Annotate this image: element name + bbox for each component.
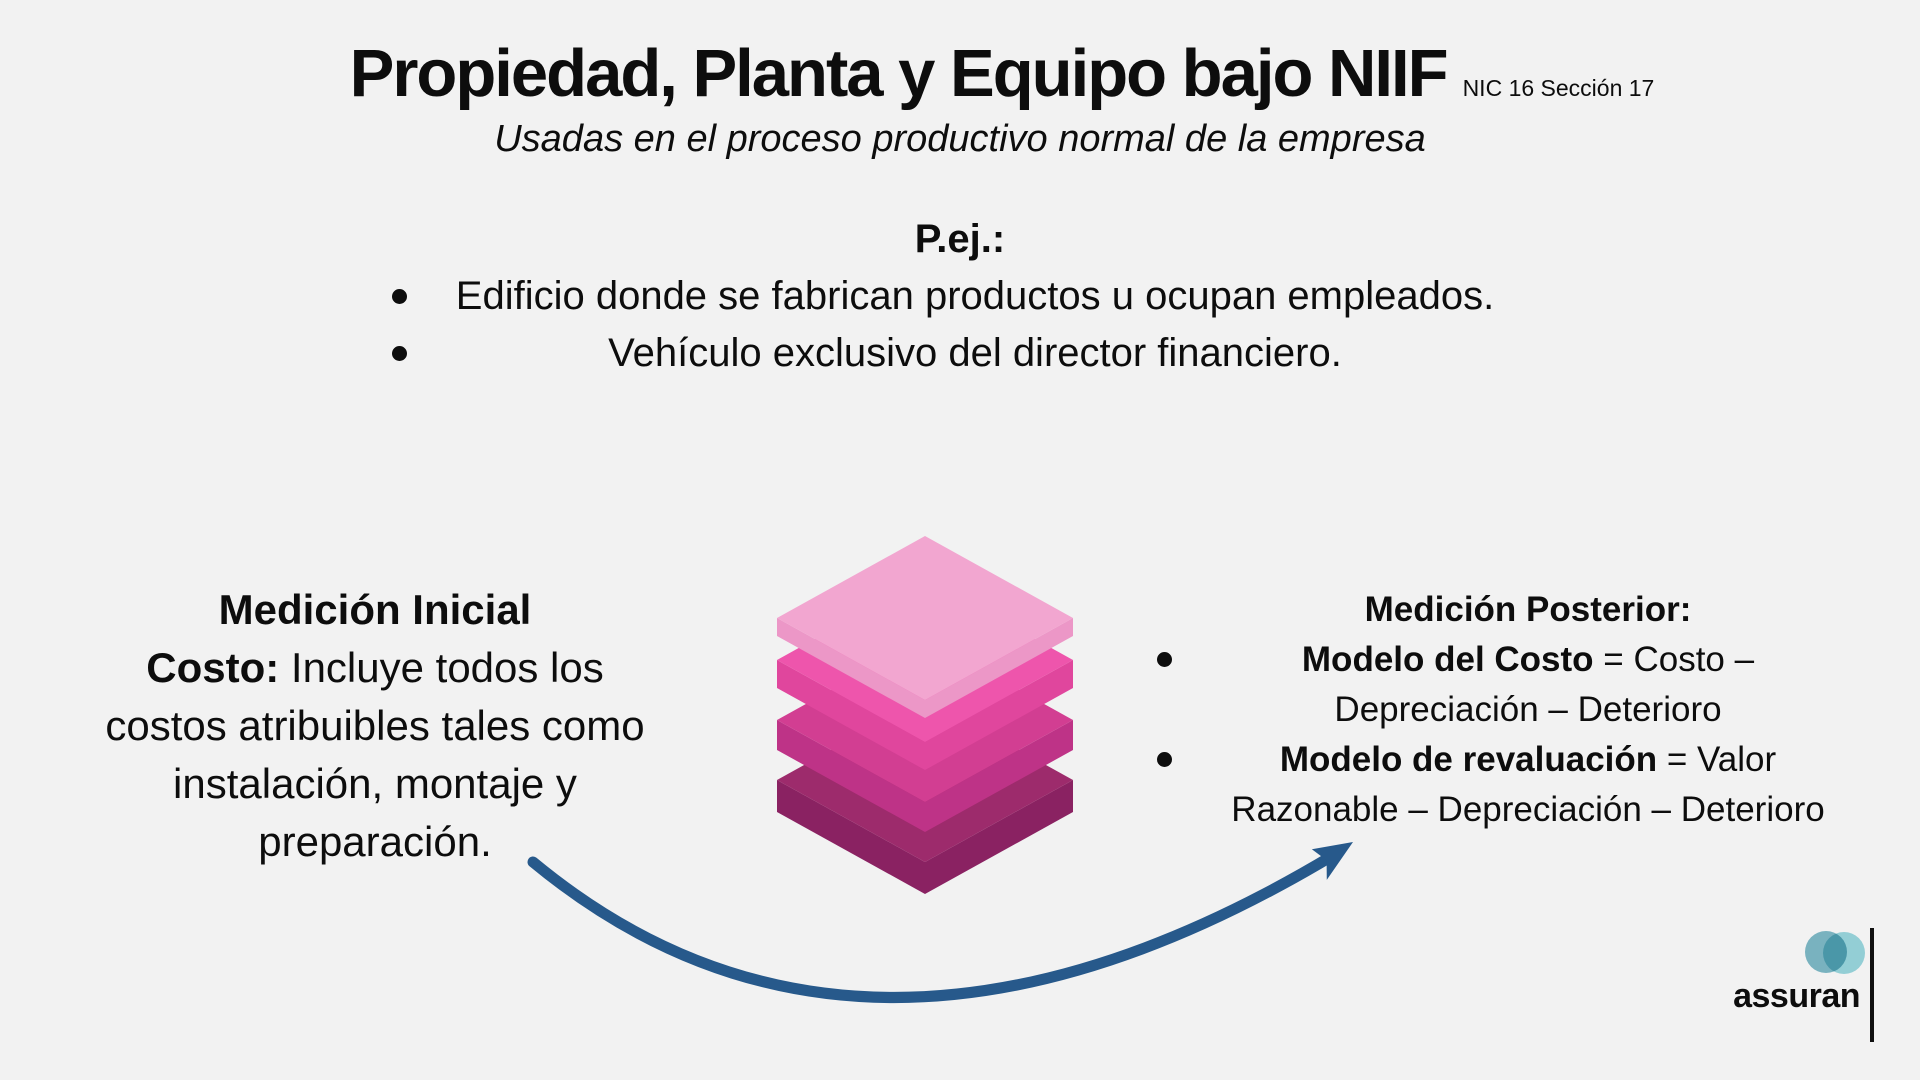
title-reference-tag: NIC 16 Sección 17 bbox=[1462, 75, 1655, 101]
bullet-dot bbox=[1157, 652, 1172, 667]
bullet-dot bbox=[1157, 752, 1172, 767]
right-bullet-line2: Razonable – Depreciación – Deterioro bbox=[1231, 790, 1825, 829]
example-heading: P.ej.: bbox=[914, 217, 1006, 261]
example-bullet-text: Vehículo exclusivo del director financie… bbox=[608, 331, 1342, 375]
left-block: Medición Inicial Costo: Incluye todos lo… bbox=[85, 581, 665, 871]
left-block-line: preparación. bbox=[258, 818, 492, 865]
right-block-heading: Medición Posterior: bbox=[1364, 590, 1692, 629]
bullet-dot bbox=[392, 289, 407, 304]
example-bullet-list: Edificio donde se fabrican productos u o… bbox=[0, 268, 1920, 382]
right-block-bullet: Modelo del Costo = Costo – Depreciación –… bbox=[1157, 635, 1893, 735]
right-bullet-line2: Depreciación – Deterioro bbox=[1334, 690, 1722, 729]
title-row: Propiedad, Planta y Equipo bajo NIIF NIC… bbox=[0, 36, 1920, 111]
left-block-lines: Costo: Incluye todos los costos atribuibl… bbox=[85, 639, 665, 871]
left-block-heading: Medición Inicial bbox=[218, 586, 532, 633]
curved-arrow-head bbox=[1311, 842, 1353, 880]
slide-title: Propiedad, Planta y Equipo bajo NIIF bbox=[349, 36, 1449, 111]
stack-layer-4 bbox=[777, 698, 1073, 894]
right-bullet-line1: Modelo del Costo = Costo – bbox=[1301, 640, 1755, 679]
bullet-dot bbox=[392, 346, 407, 361]
example-bullet-line: Vehículo exclusivo del director financie… bbox=[0, 325, 1920, 382]
curved-arrow-shaft bbox=[527, 850, 1338, 1003]
example-bullet-text: Edificio donde se fabrican productos u o… bbox=[455, 274, 1495, 318]
stack-layer-3 bbox=[777, 638, 1073, 832]
stack-layer-2 bbox=[777, 578, 1073, 770]
stack-layer-1 bbox=[777, 536, 1073, 718]
example-bullet-line: Edificio donde se fabrican productos u o… bbox=[0, 268, 1920, 325]
logo-vertical-bar bbox=[1870, 928, 1874, 1042]
right-bullet-line1: Modelo de revaluación = Valor bbox=[1279, 740, 1777, 779]
logo-text: assuran bbox=[1733, 977, 1860, 1015]
example-section: P.ej.: Edificio donde se fabrican produc… bbox=[0, 211, 1920, 382]
logo-circle-front-icon bbox=[1823, 932, 1865, 974]
left-block-line: Costo: Incluye todos los bbox=[146, 644, 604, 691]
slide-subtitle: Usadas en el proceso productivo normal d… bbox=[494, 118, 1426, 160]
left-block-line: instalación, montaje y bbox=[173, 760, 577, 807]
left-block-line: costos atribuibles tales como bbox=[105, 702, 645, 749]
right-block-bullets: Modelo del Costo = Costo – Depreciación –… bbox=[1157, 635, 1893, 835]
right-block: Medición Posterior: Modelo del Costo = C… bbox=[1157, 585, 1893, 835]
